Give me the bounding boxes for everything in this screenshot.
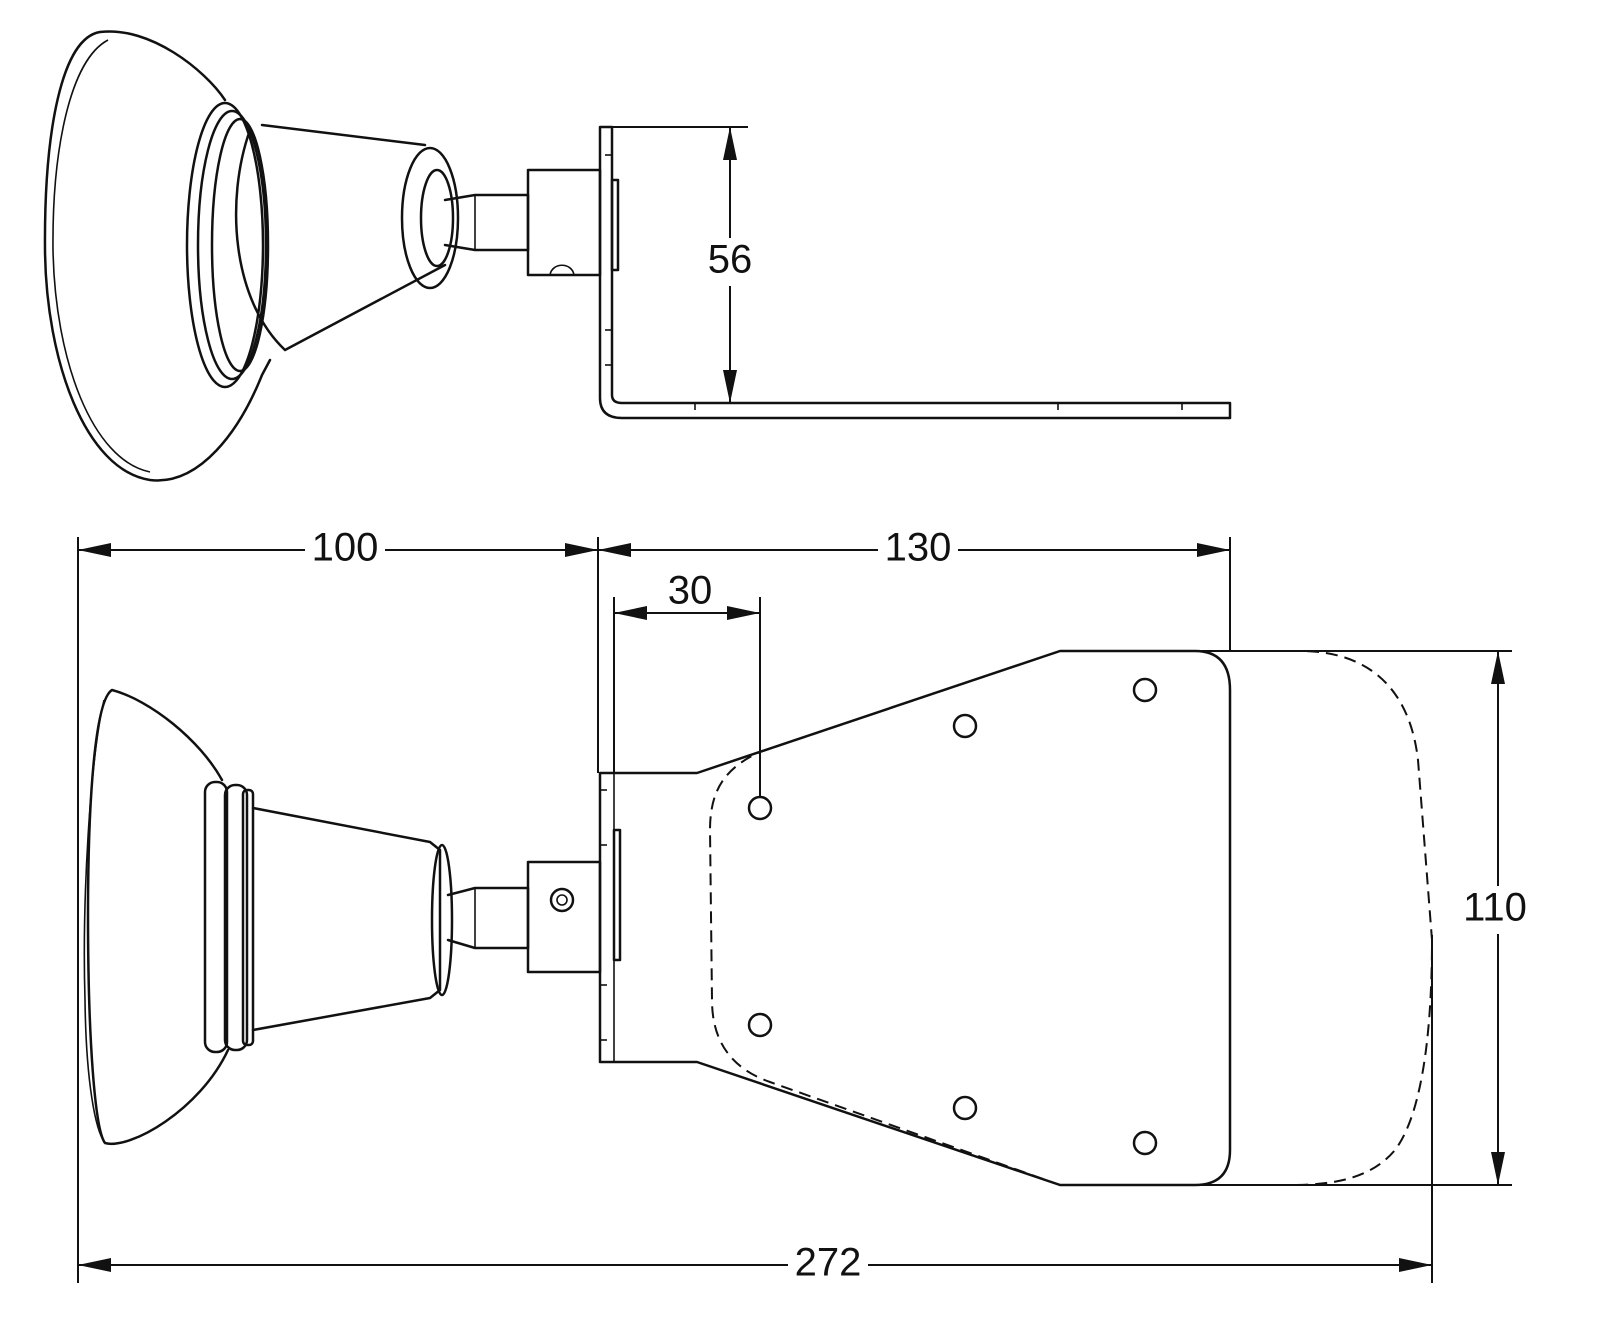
- dim-label-100: 100: [312, 526, 379, 570]
- dim-label-110: 110: [1463, 886, 1527, 930]
- dimension-272: 272: [78, 1241, 1432, 1287]
- dim-label-272: 272: [795, 1241, 862, 1285]
- top-view: 100 130 30 110: [77, 526, 1538, 1287]
- shaft-top: [446, 886, 530, 950]
- lamp-shade-top: [86, 688, 230, 1146]
- hole: [952, 713, 978, 739]
- hole: [747, 795, 773, 821]
- collar-top: [526, 860, 602, 974]
- set-screw: [549, 887, 575, 913]
- hole: [952, 1095, 978, 1121]
- dimension-56: 56: [612, 126, 760, 403]
- dimension-110: 110: [1458, 651, 1538, 1185]
- dim-label-56: 56: [708, 238, 753, 282]
- ring-outer: [185, 101, 265, 389]
- lamp-shade-inner: [52, 39, 151, 473]
- ring-1: [203, 780, 229, 1054]
- dimension-30: 30: [614, 569, 760, 620]
- dim-label-30: 30: [668, 569, 713, 613]
- dimension-130: 130: [598, 526, 1230, 572]
- cone-end-inner: [419, 168, 455, 268]
- hole: [1132, 1130, 1158, 1156]
- mounting-plate: [598, 649, 1232, 1187]
- alternate-plate-outline: [708, 650, 1434, 1186]
- hole: [1132, 677, 1158, 703]
- collar: [526, 168, 602, 277]
- hole: [747, 1012, 773, 1038]
- mounting-holes: [747, 677, 1158, 1156]
- cone-top: [251, 806, 442, 1032]
- dimension-100: 100: [78, 526, 598, 572]
- lamp-shade-side: [43, 30, 272, 482]
- dim-label-130: 130: [885, 526, 952, 570]
- side-view: 56: [43, 30, 1232, 482]
- cone-body: [234, 123, 447, 352]
- ring-2: [223, 783, 249, 1052]
- bracket-side: [598, 125, 1232, 420]
- cone-end: [400, 146, 460, 290]
- ring-inner: [210, 117, 270, 373]
- ring-mid: [196, 109, 268, 381]
